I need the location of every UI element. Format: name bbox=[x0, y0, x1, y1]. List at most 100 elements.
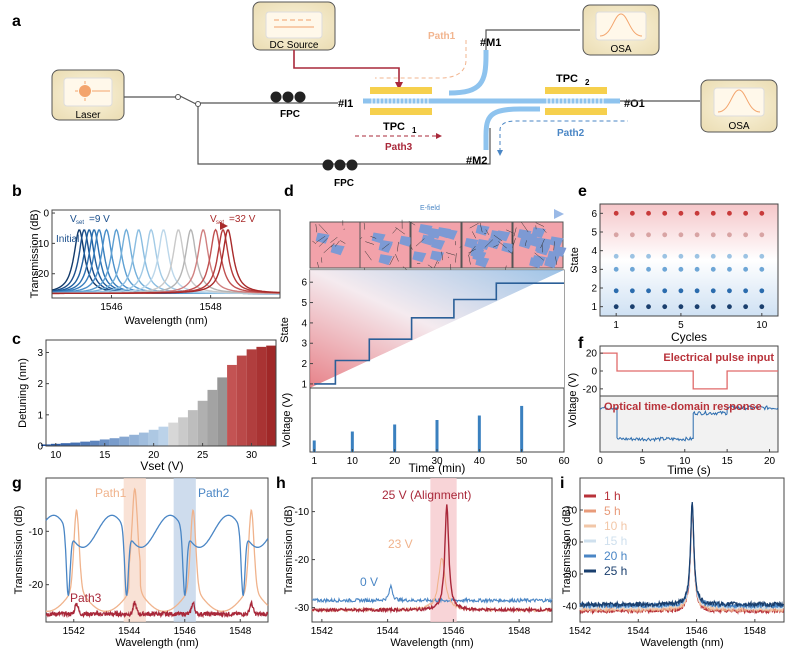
grain-boundary bbox=[323, 245, 333, 254]
grain-boundary bbox=[506, 229, 514, 234]
dc-source-label: DC Source bbox=[270, 40, 319, 51]
tpc2-heater-top bbox=[545, 87, 607, 94]
x-tick-label: 10 bbox=[347, 456, 359, 467]
panel-label-i: i bbox=[560, 475, 564, 492]
laser-label: Laser bbox=[75, 110, 101, 121]
grain-boundary bbox=[389, 255, 395, 266]
detuning-bar-8 bbox=[119, 436, 130, 446]
x-tick-label: 1546 bbox=[100, 302, 123, 313]
detuning-bar-17 bbox=[207, 389, 218, 446]
state-point bbox=[662, 288, 668, 294]
port-m2: #M2 bbox=[466, 155, 487, 167]
port-i1: #I1 bbox=[338, 98, 353, 110]
state-point bbox=[646, 266, 651, 272]
x-tick-label: 1544 bbox=[118, 626, 141, 637]
grain-boundary bbox=[485, 229, 490, 235]
state-point bbox=[710, 253, 716, 259]
state-point bbox=[629, 288, 635, 294]
x-tick-label: 1546 bbox=[685, 626, 708, 637]
y-tick-label: 20 bbox=[586, 349, 598, 360]
grain-boundary bbox=[317, 261, 319, 268]
state-point bbox=[727, 210, 732, 216]
grain-boundary bbox=[330, 242, 335, 248]
state-point bbox=[646, 304, 651, 310]
grain-boundary bbox=[468, 245, 476, 256]
domain-grain bbox=[549, 236, 564, 248]
y-tick-label: 1 bbox=[301, 379, 307, 390]
y-tick-label: 0 bbox=[43, 209, 49, 220]
grain-boundary bbox=[524, 240, 527, 247]
x-tick-label: 5 bbox=[640, 456, 646, 467]
state-point bbox=[710, 266, 716, 272]
plot-i-ylabel: Transmission (dB) bbox=[561, 506, 573, 595]
x-tick-label: 10 bbox=[679, 456, 691, 467]
domain-grain bbox=[538, 237, 553, 249]
path3-series-label: Path3 bbox=[70, 591, 102, 605]
grain-boundary bbox=[434, 260, 438, 268]
state-point bbox=[759, 304, 765, 310]
detuning-bar-11 bbox=[148, 429, 159, 446]
dc-arrow bbox=[395, 82, 403, 90]
y-tick-label: -20 bbox=[295, 555, 310, 566]
y-tick-label: 3 bbox=[301, 339, 307, 350]
x-tick-label: 60 bbox=[558, 456, 570, 467]
state-point bbox=[710, 232, 716, 238]
x-tick-label: 20 bbox=[389, 456, 401, 467]
plot-h-xlabel: Wavelength (nm) bbox=[390, 637, 473, 649]
grain-boundary bbox=[498, 241, 507, 249]
x-tick-label: 1 bbox=[613, 320, 619, 331]
tpc2-subscript: 2 bbox=[585, 78, 590, 87]
vset-end-val: =32 V bbox=[229, 214, 256, 225]
x-tick-label: 1542 bbox=[311, 626, 334, 637]
domain-grain bbox=[371, 232, 386, 244]
panel-label-h: h bbox=[276, 475, 286, 492]
state-blank bbox=[310, 270, 564, 388]
domain-grain bbox=[476, 239, 491, 251]
voltage-pulse-0 bbox=[312, 440, 316, 452]
voltage-pulse-3 bbox=[435, 420, 439, 452]
x-tick-label: 1546 bbox=[442, 626, 465, 637]
y-tick-label: 4 bbox=[301, 318, 307, 329]
grain-boundary bbox=[318, 224, 328, 234]
state-point bbox=[613, 210, 619, 216]
x-tick-label: 20 bbox=[764, 456, 776, 467]
x-tick-label: 20 bbox=[148, 450, 160, 461]
plot-i-xlabel: Wavelength (nm) bbox=[640, 637, 723, 649]
detuning-bar-21 bbox=[246, 349, 257, 446]
voltage-pulse-4 bbox=[477, 415, 481, 452]
state-point bbox=[629, 253, 635, 259]
x-tick-label: 1 bbox=[311, 456, 317, 467]
grain-boundary bbox=[415, 238, 425, 247]
domain-grain bbox=[378, 254, 393, 266]
grain-boundary bbox=[365, 241, 375, 245]
detuning-bar-16 bbox=[197, 400, 208, 446]
panel-label-b: b bbox=[12, 183, 22, 200]
detuning-bar-14 bbox=[178, 417, 188, 446]
state-point bbox=[629, 304, 635, 310]
grain-boundary bbox=[469, 223, 479, 229]
domain-grain bbox=[330, 244, 345, 256]
legend-label-5: 25 h bbox=[604, 564, 627, 578]
x-tick-label: 10 bbox=[756, 320, 768, 331]
0v-spectrum bbox=[311, 583, 553, 605]
state-step-line bbox=[314, 282, 564, 385]
grain-boundary bbox=[370, 236, 377, 239]
state-point bbox=[662, 232, 668, 238]
state-point bbox=[629, 266, 635, 272]
detuning-bar-18 bbox=[217, 377, 228, 446]
grain-boundary bbox=[408, 221, 416, 226]
tpc1-subscript: 1 bbox=[412, 126, 417, 135]
drop-waveguide-m2 bbox=[483, 106, 540, 150]
grain-boundary bbox=[334, 240, 340, 247]
path1-series-label: Path1 bbox=[95, 486, 127, 500]
detuning-bar-23 bbox=[266, 345, 276, 446]
plot-c-xlabel: Vset (V) bbox=[140, 459, 183, 473]
state-point bbox=[662, 253, 668, 259]
path3-spectrum bbox=[45, 599, 269, 619]
plot-f-bottom-frame bbox=[599, 395, 779, 453]
y-tick-label: 6 bbox=[591, 209, 597, 220]
